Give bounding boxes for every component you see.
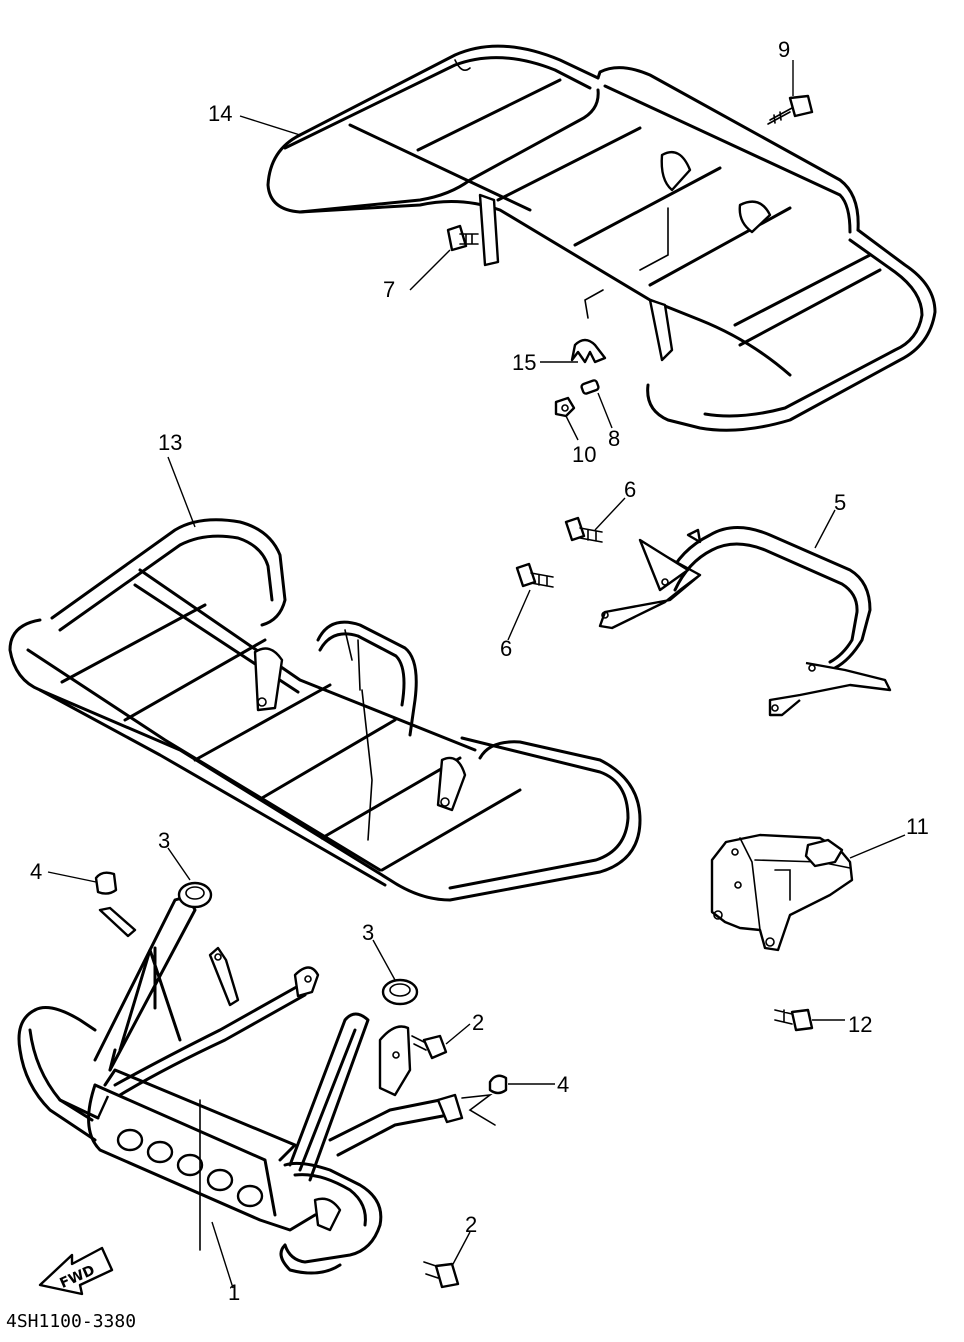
callout-15: 15 <box>512 350 536 375</box>
callout-5: 5 <box>834 490 846 515</box>
callout-3-left: 3 <box>158 828 170 853</box>
callout-6-lower: 6 <box>500 636 512 661</box>
support-bracket-part-5 <box>598 526 892 717</box>
callout-3-right: 3 <box>362 920 374 945</box>
callout-10: 14 <box>208 101 232 126</box>
front-guard-part-1 <box>17 897 496 1275</box>
forward-direction-marker: FWD <box>38 1246 114 1296</box>
callout-7: 11 <box>906 814 929 839</box>
bolt-part-2-lower <box>423 1261 460 1289</box>
front-carrier-part-9 <box>8 518 642 902</box>
grommet-part-3-right <box>381 978 419 1006</box>
callout-13: 9 <box>778 37 790 62</box>
callout-1: 1 <box>228 1280 240 1305</box>
cap-part-4-right <box>488 1074 508 1095</box>
clip-part-15 <box>570 338 607 364</box>
bolt-part-13 <box>767 94 814 125</box>
nut-part-14 <box>554 396 576 418</box>
rear-carrier-part-10 <box>266 44 937 432</box>
bracket-part-7 <box>710 833 854 952</box>
callout-9: 13 <box>158 430 182 455</box>
callout-labels: 9 14 7 15 8 10 13 6 5 6 11 12 4 3 3 2 4 … <box>30 37 929 1305</box>
callout-12: 8 <box>608 426 620 451</box>
bolt-part-2-upper <box>411 1034 448 1060</box>
cap-part-4-left <box>94 871 118 895</box>
bolt-part-11 <box>446 224 479 252</box>
callout-4-left: 4 <box>30 859 42 884</box>
bolt-part-6-lower <box>515 562 554 588</box>
callout-2-lower: 2 <box>465 1212 477 1237</box>
bolt-part-6-upper <box>564 516 603 543</box>
grommet-part-3-left <box>177 881 213 909</box>
callout-11: 7 <box>383 277 395 302</box>
callout-2-upper: 2 <box>472 1010 484 1035</box>
bolt-part-8 <box>774 1008 814 1032</box>
leader-lines <box>47 60 906 1289</box>
callout-4-right: 4 <box>557 1072 569 1097</box>
callout-6-upper: 6 <box>624 477 636 502</box>
drawing-code: 4SH1100-3380 <box>6 1311 137 1332</box>
callout-14: 10 <box>572 442 596 467</box>
callout-8: 12 <box>848 1012 872 1037</box>
collar-part-12 <box>580 379 600 395</box>
